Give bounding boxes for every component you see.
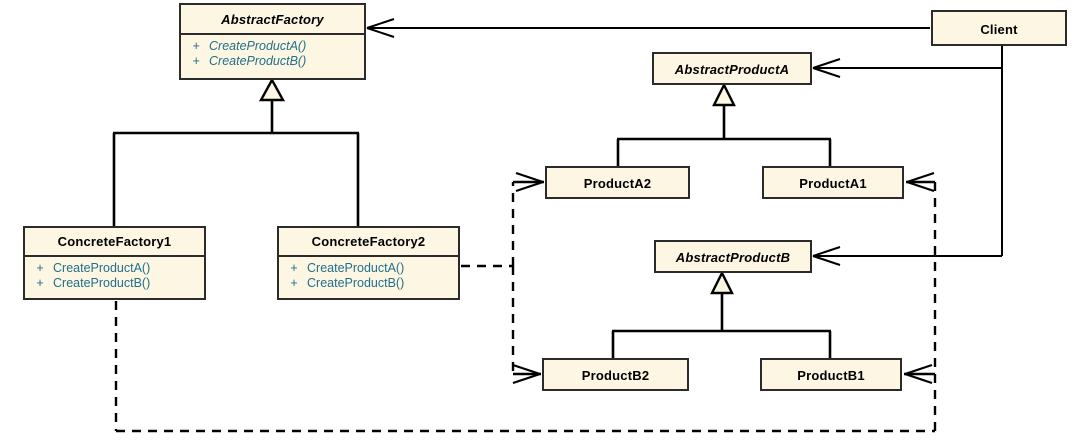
- member-signature: CreateProductA(): [53, 261, 151, 275]
- class-name-concrete-factory-2: ConcreteFactory2: [279, 228, 458, 257]
- member-signature: CreateProductA(): [209, 39, 307, 53]
- member-visibility: +: [290, 261, 298, 275]
- class-name-abstract-factory: AbstractFactory: [181, 5, 364, 35]
- class-name-product-a2: ProductA2: [583, 176, 652, 191]
- class-member: + CreateProductB(): [27, 276, 202, 291]
- association-client-abstract-product-a: [812, 46, 1003, 78]
- member-visibility: +: [36, 261, 44, 275]
- dependency-concrete-factory-1-products: [114, 171, 937, 433]
- class-box-product-a2[interactable]: ProductA2: [545, 166, 690, 199]
- class-name-abstract-product-b: AbstractProductB: [675, 250, 791, 265]
- class-name-product-b1: ProductB1: [797, 368, 865, 383]
- class-members-abstract-factory: + CreateProductA() + CreateProductB(): [181, 35, 364, 74]
- hollow-triangle-icon: [710, 270, 734, 295]
- open-arrowhead-icon: [904, 363, 933, 385]
- class-box-concrete-factory-1[interactable]: ConcreteFactory1 + CreateProductA() + Create…: [23, 226, 206, 300]
- class-box-abstract-product-b[interactable]: AbstractProductB: [654, 240, 812, 273]
- class-box-product-b2[interactable]: ProductB2: [542, 358, 689, 391]
- open-arrowhead-icon: [812, 58, 841, 78]
- open-arrowhead-icon: [812, 246, 841, 266]
- open-arrowhead-icon: [906, 171, 935, 193]
- class-members-concrete-factory-1: + CreateProductA() + CreateProductB(): [25, 257, 204, 296]
- association-client-abstract-product-b: [812, 68, 1003, 266]
- class-member: + CreateProductA(): [183, 39, 362, 54]
- class-box-concrete-factory-2[interactable]: ConcreteFactory2 + CreateProductA() + Create…: [277, 226, 460, 300]
- member-signature: CreateProductB(): [53, 276, 151, 290]
- class-name-abstract-product-a: AbstractProductA: [674, 62, 790, 77]
- class-name-client: Client: [980, 22, 1018, 37]
- dependency-concrete-factory-2-products: [461, 171, 544, 385]
- hollow-triangle-icon: [258, 77, 286, 102]
- association-client-abstract-factory: [366, 18, 930, 38]
- open-arrowhead-icon: [515, 171, 544, 193]
- open-arrowhead-icon: [512, 363, 541, 385]
- member-visibility: +: [36, 276, 44, 290]
- class-member: + CreateProductA(): [281, 261, 456, 276]
- class-member: + CreateProductA(): [27, 261, 202, 276]
- member-visibility: +: [192, 54, 200, 68]
- class-box-product-a1[interactable]: ProductA1: [762, 166, 904, 199]
- class-box-abstract-product-a[interactable]: AbstractProductA: [652, 52, 812, 85]
- class-member: + CreateProductB(): [281, 276, 456, 291]
- open-arrowhead-icon: [366, 18, 395, 38]
- member-signature: CreateProductB(): [209, 54, 307, 68]
- member-signature: CreateProductA(): [307, 261, 405, 275]
- class-box-abstract-factory[interactable]: AbstractFactory + CreateProductA() + CreateP…: [179, 3, 366, 80]
- class-name-product-b2: ProductB2: [581, 368, 650, 383]
- generalization-product-b: [611, 270, 832, 359]
- class-box-product-b1[interactable]: ProductB1: [760, 358, 902, 391]
- member-visibility: +: [192, 39, 200, 53]
- class-members-concrete-factory-2: + CreateProductA() + CreateProductB(): [279, 257, 458, 296]
- class-name-concrete-factory-1: ConcreteFactory1: [25, 228, 204, 257]
- generalization-concrete-factories: [112, 77, 360, 227]
- member-visibility: +: [290, 276, 298, 290]
- generalization-product-a: [616, 82, 832, 167]
- member-signature: CreateProductB(): [307, 276, 405, 290]
- class-box-client[interactable]: Client: [931, 10, 1067, 46]
- class-member: + CreateProductB(): [183, 54, 362, 69]
- class-name-product-a1: ProductA1: [799, 176, 867, 191]
- hollow-triangle-icon: [712, 82, 736, 107]
